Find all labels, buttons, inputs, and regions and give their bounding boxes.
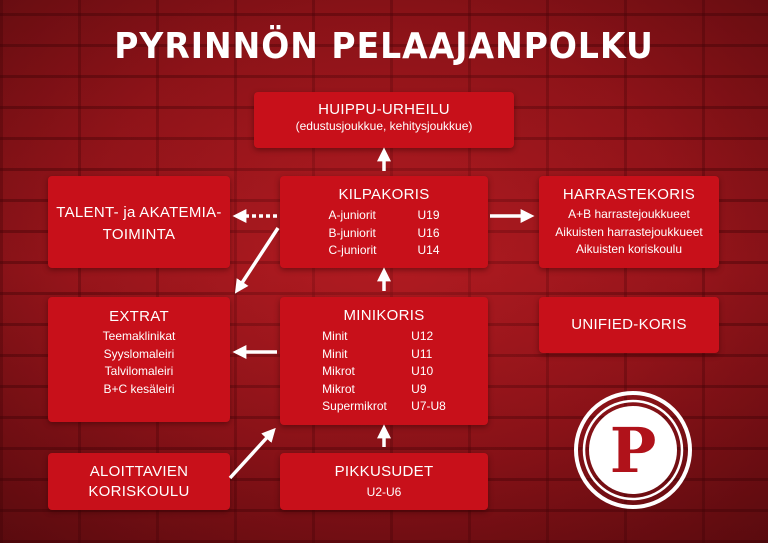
age-group: U12 [411, 329, 434, 343]
age-group: U11 [411, 346, 433, 361]
minikoris-row: Mikrot U10 [322, 363, 446, 381]
team-name: A-juniorit [328, 208, 376, 222]
kilpakoris-row: B-juniorit U16 [328, 225, 439, 243]
minikoris-row: Supermikrot U7-U8 [322, 398, 446, 416]
age-group: U10 [411, 364, 434, 378]
harrastekoris-list: A+B harrastejoukkueet Aikuisten harraste… [539, 206, 719, 259]
list-item: A+B harrastejoukkueet [568, 207, 690, 221]
team-name: C-juniorit [328, 243, 377, 257]
kilpakoris-box: KILPAKORIS A-juniorit U19 B-juniorit U16 C… [280, 176, 488, 268]
list-item: Talvilomaleiri [104, 364, 174, 378]
team-name: B-juniorit [328, 225, 376, 240]
talent-line2: TOIMINTA [102, 226, 176, 243]
kilpakoris-row: C-juniorit U14 [328, 242, 439, 260]
arrow-aloittavien-to-minikoris-diagonal [228, 427, 276, 480]
list-item: Aikuisten harrastejoukkueet [555, 224, 703, 239]
minikoris-row: Minit U12 [322, 328, 446, 346]
huippu-title: HUIPPU-URHEILU [318, 101, 450, 118]
age-group: U19 [417, 208, 440, 222]
harrastekoris-title: HARRASTEKORIS [562, 186, 696, 203]
list-item: Syyslomaleiri [103, 346, 175, 361]
minikoris-row: Minit U11 [322, 346, 446, 364]
team-name: Mikrot [322, 381, 355, 396]
talent-line1: TALENT- ja AKATEMIA- [56, 204, 222, 221]
extrat-title: EXTRAT [109, 308, 169, 325]
diagram-title: PYRINNÖN PELAAJANPOLKU [114, 24, 654, 67]
aloittavien-koriskoulu-box: ALOITTAVIEN KORISKOULU [48, 453, 230, 510]
arrow-kilpakoris-to-extrat-diagonal [234, 227, 280, 294]
age-group: U7-U8 [411, 399, 446, 413]
huippu-subtitle: (edustusjoukkue, kehitysjoukkue) [295, 119, 473, 133]
team-name: Minit [322, 329, 348, 343]
list-item: Teemaklinikat [102, 329, 176, 343]
kilpakoris-rows: A-juniorit U19 B-juniorit U16 C-juniorit U1… [328, 207, 439, 260]
aloittavien-line1: ALOITTAVIEN [89, 463, 189, 480]
pyrinto-logo: P [574, 391, 692, 509]
logo-letter: P [610, 414, 657, 487]
unified-koris-box: UNIFIED-KORIS [539, 297, 719, 353]
extrat-box: EXTRAT Teemaklinikat Syyslomaleiri Talvi… [48, 297, 230, 422]
talent-akatemia-box: TALENT- ja AKATEMIA- TOIMINTA [48, 176, 230, 268]
minikoris-title: MINIKORIS [343, 307, 425, 324]
list-item: Aikuisten koriskoulu [575, 242, 683, 256]
team-name: Supermikrot [322, 399, 387, 413]
age-group: U9 [411, 381, 427, 396]
unified-title: UNIFIED-KORIS [571, 316, 687, 333]
aloittavien-line2: KORISKOULU [88, 483, 190, 500]
list-item: B+C kesäleiri [103, 381, 175, 396]
age-group: U14 [417, 243, 440, 257]
kilpakoris-row: A-juniorit U19 [328, 207, 439, 225]
age-group: U16 [417, 225, 440, 240]
minikoris-row: Mikrot U9 [322, 381, 446, 399]
pikkusudet-box: PIKKUSUDET U2-U6 [280, 453, 488, 510]
huippu-urheilu-box: HUIPPU-URHEILU (edustusjoukkue, kehitysj… [254, 92, 514, 148]
extrat-list: Teemaklinikat Syyslomaleiri Talvilomalei… [48, 328, 230, 398]
team-name: Mikrot [322, 364, 355, 378]
harrastekoris-box: HARRASTEKORIS A+B harrastejoukkueet Aiku… [539, 176, 719, 268]
team-name: Minit [322, 346, 348, 361]
pikkusudet-title: PIKKUSUDET [334, 463, 434, 480]
pikkusudet-subtitle: U2-U6 [366, 485, 402, 499]
kilpakoris-title: KILPAKORIS [338, 186, 430, 203]
